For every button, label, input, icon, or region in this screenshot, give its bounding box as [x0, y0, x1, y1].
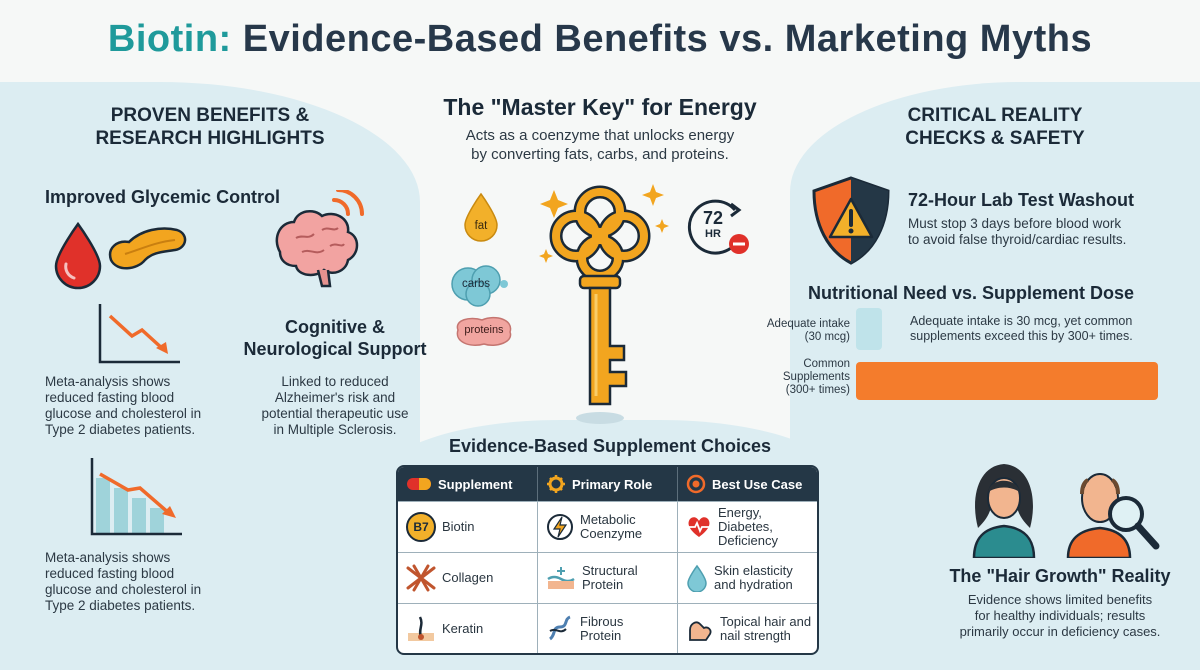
warning-shield-icon: [812, 176, 890, 265]
table-header: Supplement Primary Role Best Use Case: [398, 467, 817, 501]
cell-keratin: Keratin: [398, 604, 538, 653]
people-hair-icon: [972, 464, 1160, 558]
header-supplement: Supplement: [398, 467, 538, 501]
glycemic-title: Improved Glycemic Control: [45, 187, 281, 207]
hair-text: Evidence shows limited benefits for heal…: [959, 592, 1161, 639]
glycemic-meta-text-2: Meta-analysis shows reduced fasting bloo…: [45, 550, 202, 613]
fat-drop: fat: [462, 192, 500, 244]
decline-bar-chart-icon: [90, 458, 182, 536]
proteins-blob: proteins: [452, 314, 516, 348]
collagen-fiber-icon: [406, 564, 436, 592]
proteins-label: proteins: [464, 324, 504, 336]
skin-layers-icon: [547, 567, 575, 589]
supplement-table: Supplement Primary Role Best Use Case B7…: [396, 465, 819, 655]
b7-badge-icon: B7: [406, 512, 436, 542]
heart-pulse-icon: [688, 517, 710, 537]
washout-title: 72-Hour Lab Test Washout: [908, 190, 1135, 210]
center-subtitle: Acts as a coenzyme that unlocks energy b…: [465, 127, 735, 163]
decline-chart-icon: [98, 304, 180, 364]
master-key-icon: [539, 184, 669, 424]
clock-unit: HR: [705, 228, 721, 240]
blood-drop-icon: [54, 222, 102, 290]
washout-text: Must stop 3 days before blood work to av…: [908, 216, 1127, 247]
right-section-heading: CRITICAL REALITY CHECKS & SAFETY: [905, 105, 1085, 149]
center-heading: The "Master Key" for Energy: [443, 94, 757, 120]
gear-icon: [547, 475, 565, 493]
page-title: Biotin: Evidence-Based Benefits vs. Mark…: [107, 18, 1093, 60]
bar-label-supplements: Common Supplements (300+ times): [782, 358, 850, 396]
target-icon: [686, 474, 706, 494]
protein-helix-icon: [549, 615, 571, 641]
pill-icon: [407, 478, 431, 490]
cell-collagen: Collagen: [398, 553, 538, 603]
bar-adequate: [856, 308, 882, 350]
table-title: Evidence-Based Supplement Choices: [448, 436, 772, 456]
lightning-icon: [547, 514, 573, 540]
left-section-heading: PROVEN BENEFITS & RESEARCH HIGHLIGHTS: [95, 105, 325, 149]
carbs-blob: carbs: [448, 258, 510, 308]
left-panel-bg: [0, 82, 420, 670]
header-primary-role: Primary Role: [538, 467, 678, 501]
proteins-blob-icon: [456, 316, 512, 346]
clock-icon: [687, 199, 749, 255]
hair-title: The "Hair Growth" Reality: [949, 566, 1171, 586]
cell-biotin-use: Energy,Diabetes,Deficiency: [678, 502, 817, 552]
carbs-label: carbs: [461, 278, 491, 290]
hair-follicle-icon: [408, 616, 434, 641]
washout-clock: 72 HR: [683, 196, 751, 258]
carbs-cluster-icon: [451, 265, 508, 307]
bar-label-adequate: Adequate intake (30 mcg): [766, 318, 850, 343]
bar-supplements: [856, 362, 1158, 400]
fat-drop-icon: [464, 192, 498, 242]
brain-icon: [275, 190, 364, 288]
water-drop-icon: [687, 564, 707, 592]
cell-biotin: B7 Biotin: [398, 502, 538, 552]
dose-bar-chart: [856, 308, 1158, 400]
flexed-arm-icon: [689, 621, 712, 641]
cognitive-title: Cognitive & Neurological Support: [243, 317, 427, 359]
need-title: Nutritional Need vs. Supplement Dose: [808, 283, 1135, 303]
glycemic-meta-text-1: Meta-analysis shows reduced fasting bloo…: [45, 374, 202, 437]
clock-number: 72: [702, 208, 724, 228]
bar-note: Adequate intake is 30 mcg, yet common su…: [910, 314, 1133, 343]
fat-label: fat: [474, 220, 488, 232]
pancreas-icon: [108, 227, 187, 270]
cognitive-text: Linked to reduced Alzheimer's risk and p…: [261, 374, 409, 437]
header-best-use: Best Use Case: [678, 467, 817, 501]
